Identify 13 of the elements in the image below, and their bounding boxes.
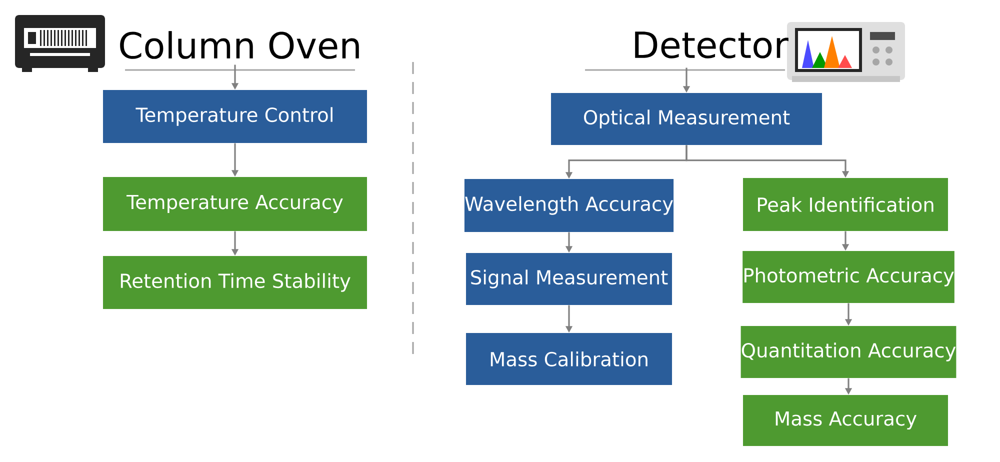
process-box: Temperature Accuracy xyxy=(103,177,367,231)
process-box: Photometric Accuracy xyxy=(742,251,954,303)
process-box: Mass Calibration xyxy=(466,333,672,385)
process-box: Quantitation Accuracy xyxy=(740,326,956,378)
process-box: Retention Time Stability xyxy=(103,256,367,309)
process-box: Mass Accuracy xyxy=(743,395,948,446)
process-box: Signal Measurement xyxy=(466,253,672,305)
heading: Detector xyxy=(635,32,788,58)
heading: Column Oven xyxy=(120,31,359,59)
process-box: Temperature Control xyxy=(103,90,367,143)
process-box: Optical Measurement xyxy=(551,93,822,145)
process-box: Peak Identification xyxy=(743,178,948,231)
process-box: Wavelength Accuracy xyxy=(464,179,674,232)
